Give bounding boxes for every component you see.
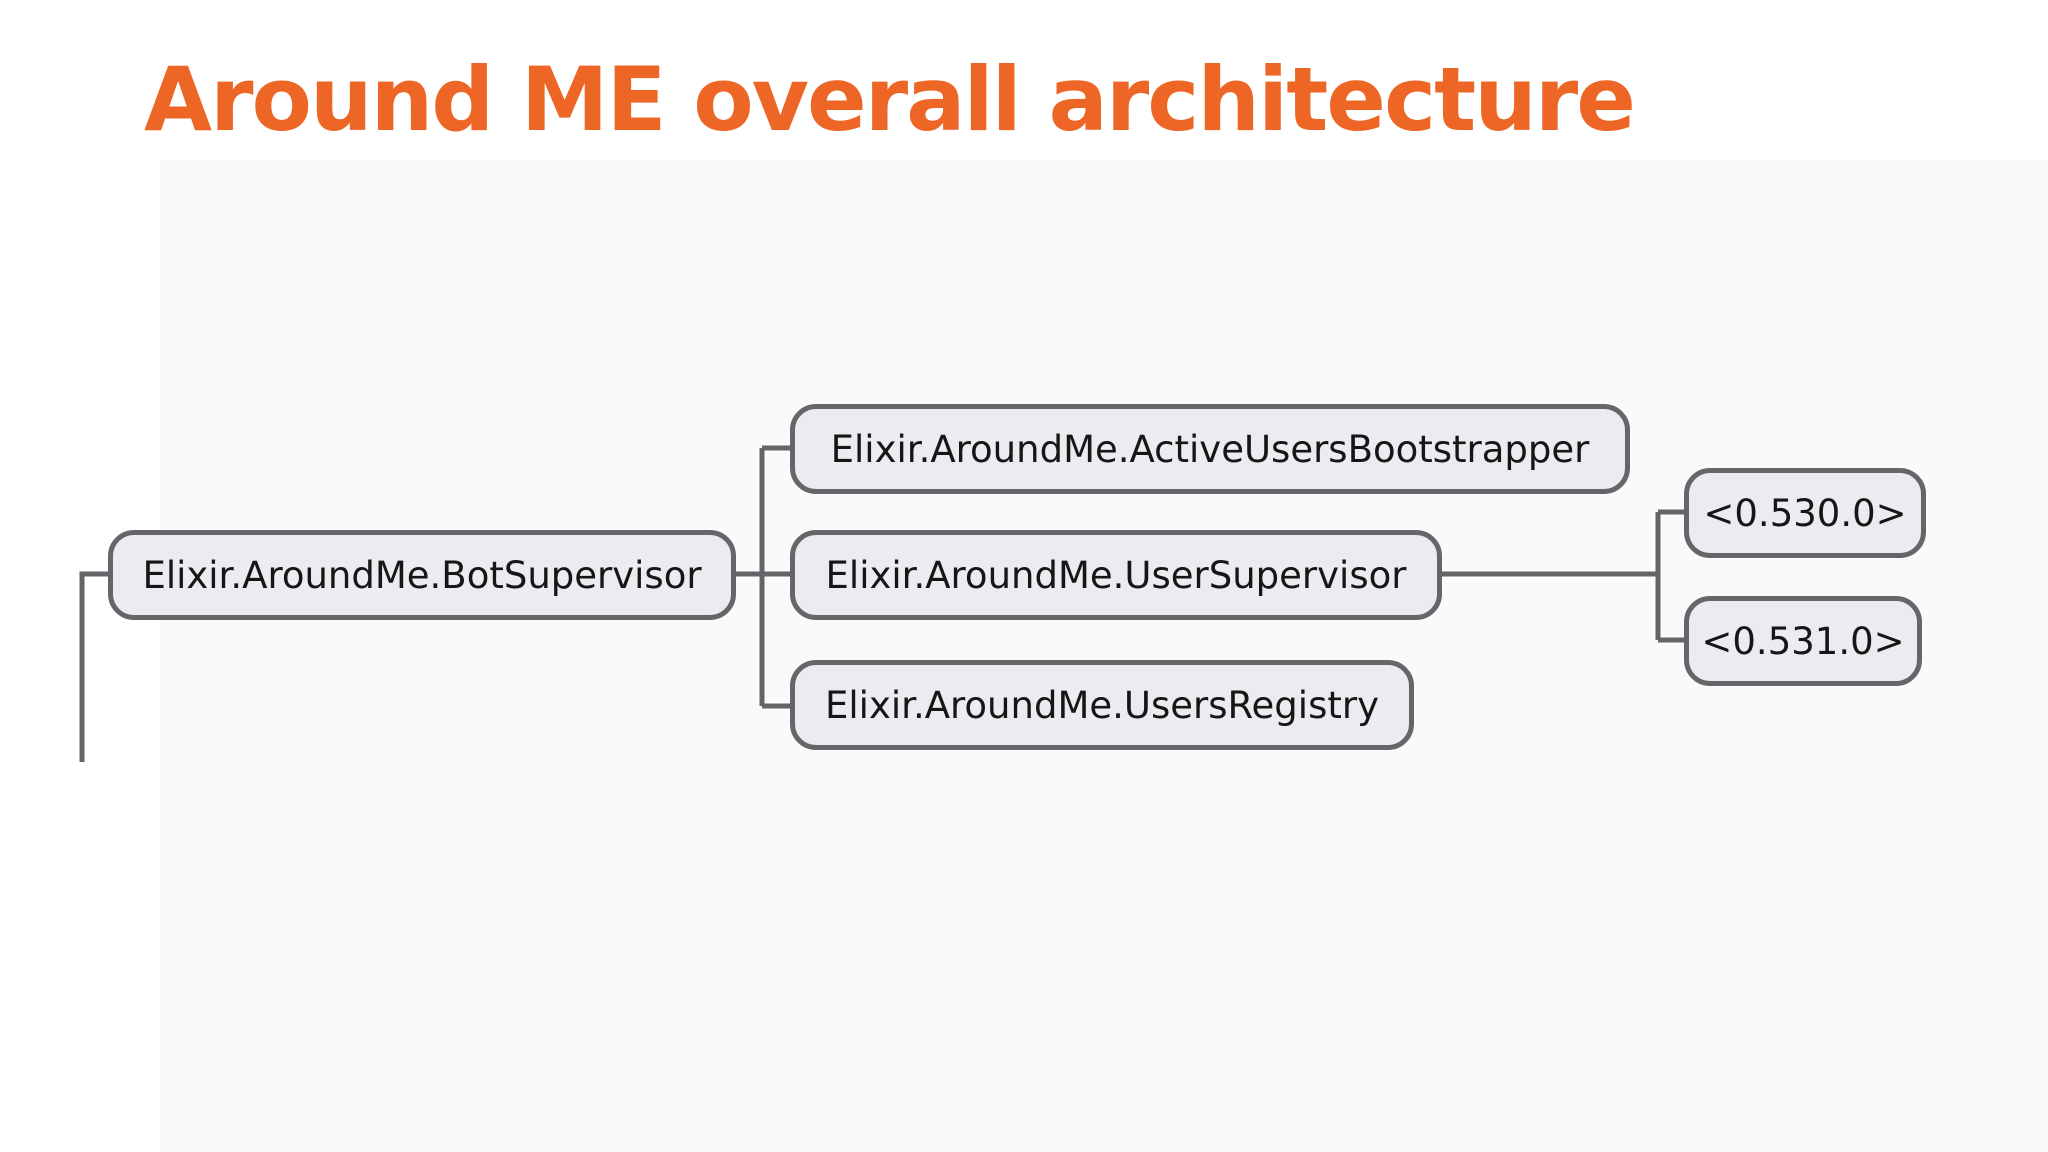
node-pid-531[interactable]: <0.531.0>	[1684, 596, 1922, 686]
slide-title: Around ME overall architecture	[144, 48, 1636, 151]
user-supervisor-children-connector	[1440, 509, 1688, 643]
node-pid-530[interactable]: <0.530.0>	[1684, 468, 1926, 558]
node-bot-supervisor[interactable]: Elixir.AroundMe.BotSupervisor	[108, 530, 736, 620]
root-connector	[79, 571, 110, 762]
node-active-users-bootstrapper[interactable]: Elixir.AroundMe.ActiveUsersBootstrapper	[790, 404, 1630, 494]
node-users-registry[interactable]: Elixir.AroundMe.UsersRegistry	[790, 660, 1414, 750]
bot-supervisor-children-connector	[734, 445, 794, 709]
node-user-supervisor[interactable]: Elixir.AroundMe.UserSupervisor	[790, 530, 1442, 620]
